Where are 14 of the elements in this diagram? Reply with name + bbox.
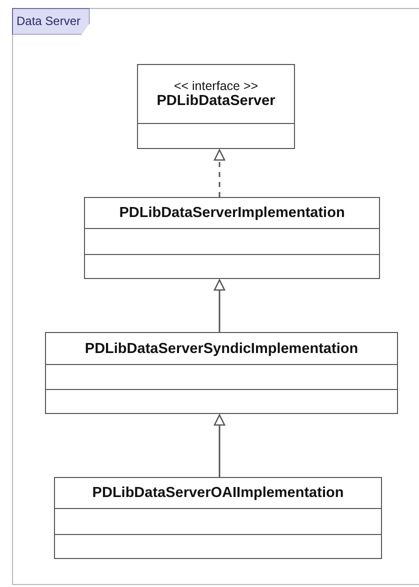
package-name: Data Server [12, 8, 90, 34]
stereotype-label: << interface >> [174, 79, 258, 93]
generalization-arrow [214, 279, 226, 332]
class-name: PDLibDataServer [156, 93, 276, 109]
class-box [45, 332, 398, 414]
class-box [84, 197, 380, 279]
realization-arrow [214, 149, 226, 197]
class-box [54, 477, 382, 559]
class-name: PDLibDataServerImplementation [119, 205, 345, 221]
package-frame [12, 8, 419, 585]
generalization-arrow [214, 414, 226, 477]
class-name: PDLibDataServerOAIImplementation [92, 485, 344, 501]
class-name: PDLibDataServerSyndicImplementation [84, 340, 358, 356]
class-box [137, 64, 295, 149]
